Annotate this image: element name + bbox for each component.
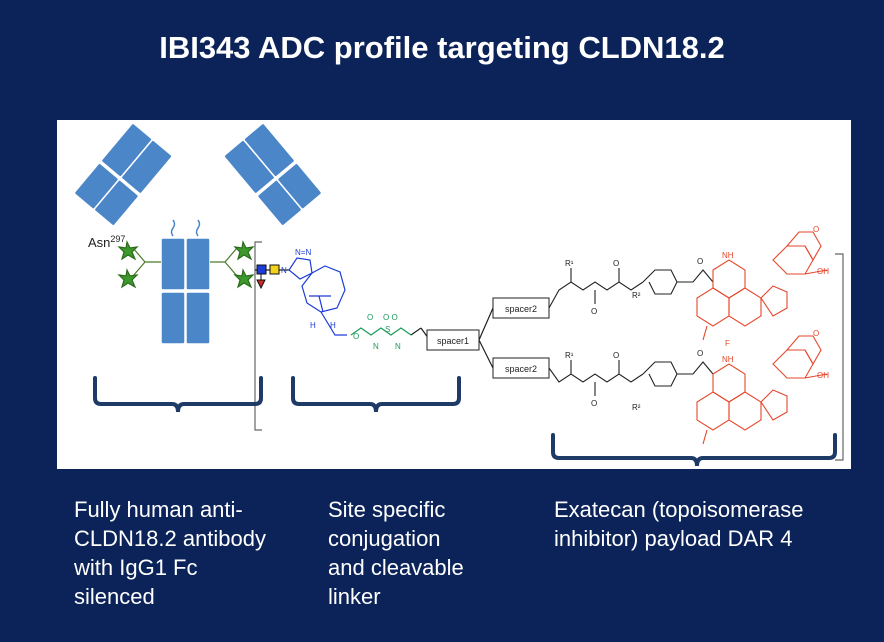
spacer1-label: spacer1 [437, 336, 469, 346]
svg-text:O: O [353, 332, 359, 341]
adc-structure-svg: Asn297 N=N N H H O O N [73, 122, 844, 461]
svg-text:O: O [813, 225, 819, 234]
linker-graphic: N=N N H H O O N O O S N [281, 248, 422, 351]
svg-text:R²: R² [632, 403, 641, 412]
payload-top: NH F OH O [696, 225, 829, 348]
peptide-top: R¹ O O R² O [548, 257, 714, 316]
svg-text:H: H [310, 321, 316, 330]
svg-text:NH: NH [722, 251, 734, 260]
svg-text:O: O [813, 329, 819, 338]
svg-text:O: O [697, 257, 703, 266]
page-title: IBI343 ADC profile targeting CLDN18.2 [159, 30, 725, 65]
svg-text:NH: NH [722, 355, 734, 364]
peptide-bottom: R¹ O O R² O [548, 349, 714, 412]
glycan-right [210, 240, 255, 289]
svg-text:O: O [591, 307, 597, 316]
caption-antibody: Fully human anti- CLDN18.2 antibody with… [74, 497, 267, 609]
brace-linker [291, 376, 461, 413]
payload-bottom: NH OH O [696, 329, 829, 445]
hinge-lines [170, 219, 201, 237]
svg-text:F: F [725, 339, 730, 348]
brace-payload [551, 433, 837, 467]
svg-text:O: O [697, 349, 703, 358]
svg-text:S: S [385, 325, 390, 334]
svg-text:R¹: R¹ [565, 351, 574, 360]
svg-text:N: N [373, 342, 379, 351]
antibody-graphic [73, 122, 323, 345]
svg-text:O: O [613, 351, 619, 360]
caption-linker: Site specific conjugation and cleavable … [328, 497, 464, 609]
svg-text:O: O [613, 259, 619, 268]
glycan-left [117, 240, 161, 289]
svg-text:R¹: R¹ [565, 259, 574, 268]
left-bracket [254, 241, 262, 431]
right-bracket [835, 253, 844, 461]
svg-text:O O: O O [383, 313, 398, 322]
svg-text:O: O [367, 313, 373, 322]
svg-text:OH: OH [817, 371, 829, 380]
caption-payload: Exatecan (topoisomerase inhibitor) paylo… [554, 497, 804, 551]
asn-label: Asn297 [88, 234, 125, 250]
spacer2-top-label: spacer2 [505, 304, 537, 314]
spacer-network: spacer1 spacer2 spacer2 [420, 297, 550, 379]
adc-structure-figure: Asn297 N=N N H H O O N [57, 120, 851, 469]
svg-text:H: H [330, 321, 336, 330]
svg-text:N: N [395, 342, 401, 351]
svg-text:N: N [281, 266, 287, 275]
spacer2-bottom-label: spacer2 [505, 364, 537, 374]
svg-text:R²: R² [632, 291, 641, 300]
svg-text:OH: OH [817, 267, 829, 276]
svg-text:N=N: N=N [295, 248, 311, 257]
svg-text:O: O [591, 399, 597, 408]
conjugation-sugar-symbols [255, 264, 289, 290]
brace-antibody [93, 376, 263, 413]
